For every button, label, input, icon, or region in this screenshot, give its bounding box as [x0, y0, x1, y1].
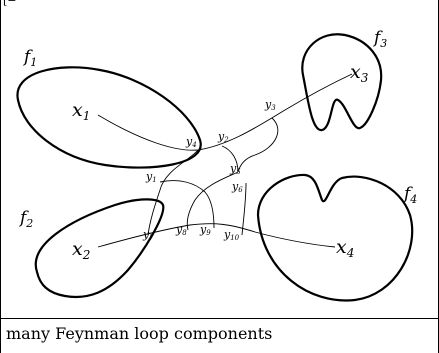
loop-y3-to-y5: [237, 117, 279, 173]
label-x4: x4: [336, 236, 354, 260]
label-y4: y4: [185, 135, 197, 149]
vertex-labels: y1 y2 y3 y4 y5 y6 y7 y8 y9 y10: [142, 98, 276, 242]
label-y2: y2: [217, 130, 229, 144]
region-labels: f1 f2 f3 f4: [18, 28, 417, 230]
external-point-labels: x1 x2 x3 x4: [72, 61, 369, 262]
loop-y1-arc: [159, 180, 215, 229]
label-x3: x3: [350, 61, 369, 85]
loop-y5-to-y8: [186, 171, 239, 231]
label-f2: f2: [18, 208, 33, 230]
label-x1: x1: [72, 99, 90, 123]
top-cut-label: [−: [3, 0, 17, 7]
region-f4-boundary: [256, 173, 414, 302]
label-y1: y1: [145, 170, 157, 184]
label-y6: y6: [231, 180, 243, 194]
propagators: [97, 73, 353, 248]
loop-y2-to-y5: [221, 145, 239, 173]
label-y10: y10: [223, 228, 240, 242]
caption-text: many Feynman loop components: [6, 324, 272, 343]
label-y7: y7: [142, 228, 154, 242]
label-y8: y8: [175, 223, 187, 237]
loop-y6-to-y10: [241, 182, 247, 236]
label-x2: x2: [72, 238, 90, 262]
loop-y4-to-y7: [147, 149, 199, 236]
label-y3: y3: [264, 98, 276, 112]
line-x1-to-x3: [97, 73, 353, 151]
region-f3-boundary: [301, 33, 383, 132]
region-f2-boundary: [34, 198, 165, 298]
line-x2-to-x4: [97, 223, 336, 248]
label-f4: f4: [402, 184, 417, 206]
label-y5: y5: [229, 162, 241, 176]
region-f1-boundary: [16, 66, 202, 169]
label-f1: f1: [22, 47, 37, 69]
label-y9: y9: [199, 223, 211, 237]
label-f3: f3: [372, 28, 387, 50]
